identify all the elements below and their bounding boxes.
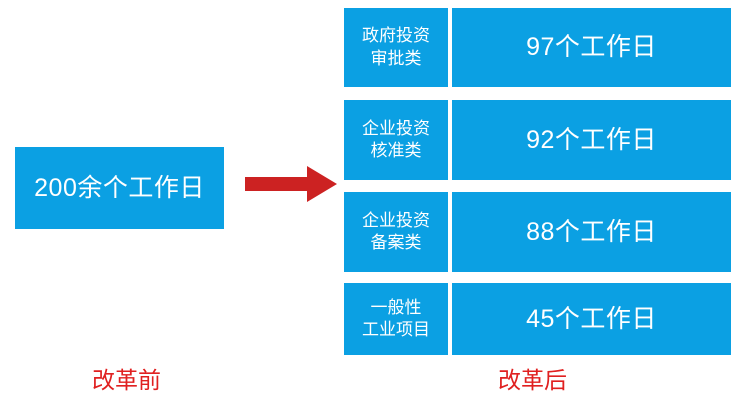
row-value-box: 97个工作日 [452,8,731,87]
caption-after-reform: 改革后 [498,367,567,393]
right-arrow-shape [245,166,337,202]
table-row: 企业投资核准类 92个工作日 [344,100,731,180]
table-row: 企业投资备案类 88个工作日 [344,192,731,272]
row-value-box: 45个工作日 [452,283,731,355]
caption-before-reform: 改革前 [92,367,161,393]
row-category-label: 企业投资核准类 [362,118,430,160]
row-category-label: 企业投资备案类 [362,210,430,252]
before-reform-value: 200余个工作日 [34,173,205,202]
table-row: 政府投资审批类 97个工作日 [344,8,731,87]
row-value-label: 88个工作日 [526,217,657,246]
row-value-label: 97个工作日 [526,33,657,61]
row-value-box: 88个工作日 [452,192,731,272]
row-value-box: 92个工作日 [452,100,731,180]
row-category-box: 企业投资备案类 [344,192,448,272]
row-category-label: 一般性工业项目 [362,297,430,339]
row-value-label: 45个工作日 [526,304,657,333]
row-category-box: 政府投资审批类 [344,8,448,87]
after-reform-rows: 政府投资审批类 97个工作日 企业投资核准类 92个工作日 企业投资备案类 88… [344,8,731,355]
row-category-box: 一般性工业项目 [344,283,448,355]
row-category-box: 企业投资核准类 [344,100,448,180]
table-row: 一般性工业项目 45个工作日 [344,283,731,355]
right-arrow-icon [245,166,337,202]
before-reform-box: 200余个工作日 [15,147,224,229]
row-value-label: 92个工作日 [526,125,657,154]
row-category-label: 政府投资审批类 [362,26,430,68]
